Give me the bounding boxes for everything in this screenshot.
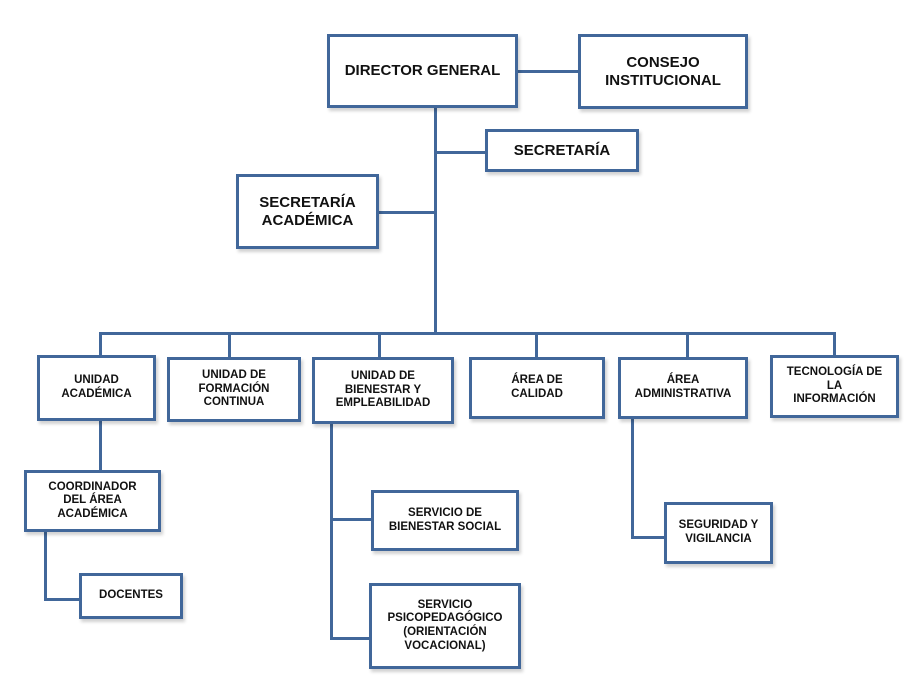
node-label: DOCENTES — [99, 589, 163, 602]
edge-coordinador-docentes-h — [44, 598, 79, 601]
trunk-line — [434, 107, 437, 334]
node-director-general: DIRECTOR GENERAL — [327, 34, 518, 108]
edge-director-secretaria-academica — [378, 211, 435, 214]
node-servicio-bienestar-social: SERVICIO DE BIENESTAR SOCIAL — [371, 490, 519, 551]
node-area-calidad: ÁREA DE CALIDAD — [469, 357, 605, 419]
node-label: UNIDAD ACADÉMICA — [61, 374, 132, 400]
node-label: UNIDAD DE BIENESTAR Y EMPLEABILIDAD — [335, 370, 431, 410]
bienestar-branch-vertical — [330, 423, 333, 640]
edge-bienestar-psicopedagogico — [330, 637, 369, 640]
node-coordinador-area-academica: COORDINADOR DEL ÁREA ACADÉMICA — [24, 470, 161, 532]
node-label: SECRETARÍA — [513, 141, 611, 159]
node-area-administrativa: ÁREA ADMINISTRATIVA — [618, 357, 748, 419]
drop-tecnologia — [833, 332, 836, 355]
node-label: SECRETARÍA ACADÉMICA — [259, 193, 356, 229]
node-bienestar-empleabilidad: UNIDAD DE BIENESTAR Y EMPLEABILIDAD — [312, 357, 454, 424]
edge-administrativa-seguridad-h — [631, 536, 664, 539]
node-label: SERVICIO PSICOPEDAGÓGICO (ORIENTACIÓN VO… — [387, 598, 503, 652]
node-label: SERVICIO DE BIENESTAR SOCIAL — [388, 506, 502, 533]
drop-calidad — [535, 332, 538, 357]
edge-director-secretaria — [435, 151, 485, 154]
drop-bienestar — [378, 332, 381, 357]
node-secretaria-academica: SECRETARÍA ACADÉMICA — [236, 174, 379, 249]
edge-bienestar-social — [330, 518, 371, 521]
node-label: COORDINADOR DEL ÁREA ACADÉMICA — [48, 480, 137, 520]
units-bus-line — [99, 332, 836, 335]
node-secretaria: SECRETARÍA — [485, 129, 639, 172]
edge-director-consejo — [517, 70, 578, 73]
edge-unidad-coordinador — [99, 420, 102, 470]
drop-unidad-academica — [99, 332, 102, 355]
node-label: UNIDAD DE FORMACIÓN CONTINUA — [198, 369, 270, 409]
node-label: TECNOLOGÍA DE LA INFORMACIÓN — [786, 366, 883, 406]
node-docentes: DOCENTES — [79, 573, 183, 619]
node-label: ÁREA ADMINISTRATIVA — [634, 374, 732, 400]
node-seguridad-vigilancia: SEGURIDAD Y VIGILANCIA — [664, 502, 773, 564]
node-unidad-academica: UNIDAD ACADÉMICA — [37, 355, 156, 421]
drop-administrativa — [686, 332, 689, 357]
node-label: ÁREA DE CALIDAD — [511, 374, 563, 400]
node-tecnologia-informacion: TECNOLOGÍA DE LA INFORMACIÓN — [770, 355, 899, 418]
node-label: CONSEJO INSTITUCIONAL — [605, 53, 721, 89]
drop-formacion-continua — [228, 332, 231, 357]
edge-administrativa-seguridad-v — [631, 418, 634, 539]
node-servicio-psicopedagogico: SERVICIO PSICOPEDAGÓGICO (ORIENTACIÓN VO… — [369, 583, 521, 669]
node-label: SEGURIDAD Y VIGILANCIA — [678, 519, 759, 545]
node-label: DIRECTOR GENERAL — [344, 62, 501, 80]
node-consejo-institucional: CONSEJO INSTITUCIONAL — [578, 34, 748, 109]
edge-coordinador-docentes-v — [44, 531, 47, 601]
node-formacion-continua: UNIDAD DE FORMACIÓN CONTINUA — [167, 357, 301, 422]
